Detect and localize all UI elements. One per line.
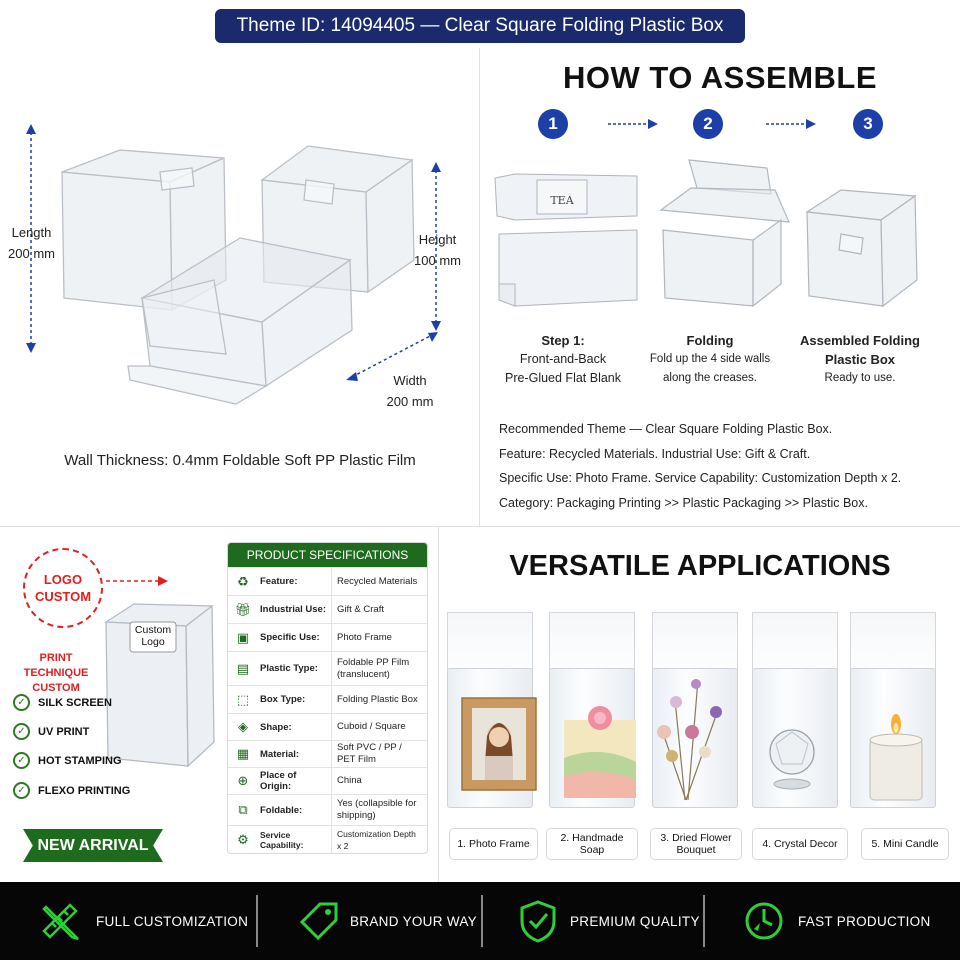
app-box-lid [549, 612, 635, 670]
footer-background [0, 882, 960, 960]
spec-row: ⧉ Foldable: Yes (collapsible for shippin… [228, 794, 427, 825]
assembly-steps-illustration: TEA [494, 159, 918, 308]
spec-row: ▦ Material: Soft PVC / PP / PET Film [228, 740, 427, 767]
shield-check-icon [520, 900, 556, 943]
check-icon: ✓ [13, 782, 30, 799]
spec-row: 🎁︎ Industrial Use: Gift & Craft [228, 595, 427, 623]
info-line: Specific Use: Photo Frame. Service Capab… [499, 471, 902, 485]
cube-icon: ◈ [238, 719, 248, 734]
app-box-lid [752, 612, 838, 670]
recycle-icon: ♻ [237, 573, 249, 589]
info-line: Feature: Recycled Materials. Industrial … [499, 446, 811, 461]
globe-icon: ⊕ [237, 773, 249, 788]
spec-row: ⊕ Place of Origin: China [228, 767, 427, 794]
clock-lightning-icon [745, 902, 783, 940]
step-3-number: 3 [853, 109, 883, 139]
gift-icon: 🎁︎ [234, 601, 252, 617]
clear-boxes-illustration [26, 124, 441, 405]
length-label: Length 200 mm [8, 225, 55, 261]
feature-brand-your-way: BRAND YOUR WAY [298, 882, 477, 960]
candle-icon [869, 714, 923, 801]
spec-row: ♻ Feature: Recycled Materials [228, 567, 427, 595]
flower-bouquet-icon [657, 679, 722, 801]
box-icon: ⬚ [236, 691, 250, 707]
footer-divider [703, 895, 705, 947]
check-icon: ✓ [13, 752, 30, 769]
app-box-lid [850, 612, 936, 670]
new-arrival-badge: NEW ARRIVAL [23, 829, 163, 862]
gear-icon: ⚙ [237, 831, 249, 847]
soap-icon [564, 706, 636, 798]
step-arrows [608, 119, 816, 129]
applications-contents [461, 679, 923, 801]
film-icon: ▤ [236, 660, 250, 676]
spec-row: ◈ Shape: Cuboid / Square [228, 713, 427, 740]
step-1-number: 1 [538, 109, 568, 139]
ruler-pencil-icon [42, 903, 79, 941]
footer-divider [256, 895, 258, 947]
custom-logo-label: Custom Logo [134, 624, 172, 648]
wall-thickness-caption: Wall Thickness: 0.4mm Foldable Soft PP P… [64, 452, 416, 469]
photo-frame-icon [461, 697, 537, 791]
fold-icon: ⧉ [238, 802, 248, 817]
print-technique-title: PRINT TECHNIQUE CUSTOM [23, 652, 89, 694]
height-label: Height 100 mm [414, 232, 461, 268]
app-box-lid [652, 612, 738, 670]
app-label-flower: 3. Dried Flower Bouquet [650, 828, 742, 860]
material-icon: ▦ [236, 746, 250, 761]
divider [0, 526, 960, 527]
spec-row: ⬚ Box Type: Folding Plastic Box [228, 685, 427, 713]
spec-row: ⚙ Service Capability: Customization Dept… [228, 825, 427, 853]
divider [438, 527, 439, 882]
crystal-ball-icon [769, 729, 815, 790]
tag-icon [299, 902, 338, 941]
spec-row: ▣ Specific Use: Photo Frame [228, 623, 427, 651]
width-label: Width 200 mm [386, 373, 434, 409]
custom-logo-box [103, 603, 215, 768]
technique-flexo-printing: ✓ FLEXO PRINTING [13, 782, 130, 799]
blank-tea-text: TEA [550, 194, 574, 207]
page-title: Theme ID: 14094405 — Clear Square Foldin… [215, 9, 745, 43]
step-2-number: 2 [693, 109, 723, 139]
product-info: Recommended Theme — Clear Square Folding… [499, 417, 949, 515]
technique-silk-screen: ✓ SILK SCREEN [13, 694, 112, 711]
feature-premium-quality: PREMIUM QUALITY [518, 882, 700, 960]
app-label-photo-frame: 1. Photo Frame [449, 828, 538, 860]
spec-table-header: PRODUCT SPECIFICATIONS [228, 543, 427, 567]
logo-custom-badge: LOGO CUSTOM [23, 548, 103, 628]
feature-full-customization: FULL CUSTOMIZATION [38, 882, 248, 960]
spec-row: ▤ Plastic Type: Foldable PP Film (transl… [228, 651, 427, 685]
feature-fast-production: FAST PRODUCTION [742, 882, 931, 960]
technique-hot-stamping: ✓ HOT STAMPING [13, 752, 122, 769]
step-2-caption: Folding Fold up the 4 side walls along t… [649, 333, 771, 384]
check-icon: ✓ [13, 723, 30, 740]
applications-title: VERSATILE APPLICATIONS [509, 550, 891, 582]
spec-table: PRODUCT SPECIFICATIONS ♻ Feature: Recycl… [227, 542, 428, 854]
app-label-soap: 2. Handmade Soap [546, 828, 638, 860]
step-3-caption: Assembled Folding Plastic Box Ready to u… [800, 333, 920, 384]
frame-icon: ▣ [236, 629, 250, 645]
dashed-arrow [106, 576, 168, 586]
app-label-crystal: 4. Crystal Decor [752, 828, 848, 860]
info-line: Category: Packaging Printing >> Plastic … [499, 495, 868, 510]
assemble-title: HOW TO ASSEMBLE [562, 60, 878, 95]
app-label-candle: 5. Mini Candle [861, 828, 949, 860]
app-box-lid [447, 612, 533, 670]
check-icon: ✓ [13, 694, 30, 711]
info-line: Recommended Theme — Clear Square Folding… [499, 422, 833, 436]
technique-uv-print: ✓ UV PRINT [13, 723, 89, 740]
step-1-caption: Step 1: Front-and-Back Pre-Glued Flat Bl… [504, 333, 622, 385]
divider [479, 48, 480, 526]
footer-divider [481, 895, 483, 947]
